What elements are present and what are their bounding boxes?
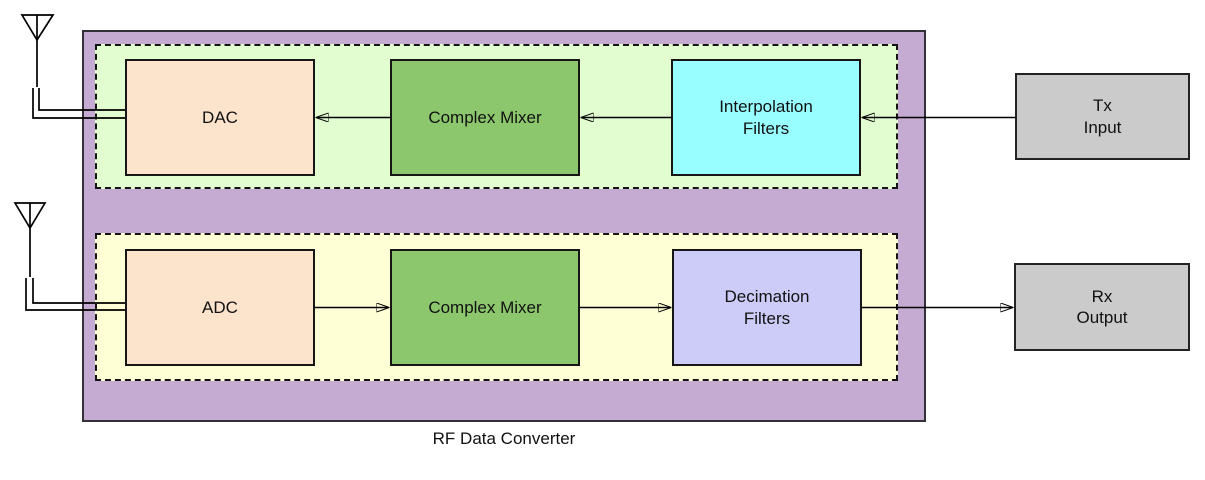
- block-rx-output: Rx Output: [1014, 263, 1190, 351]
- block-adc: ADC: [125, 249, 315, 366]
- block-interpolation-filters: Interpolation Filters: [671, 59, 861, 176]
- block-tx-input: Tx Input: [1015, 73, 1190, 160]
- rf-data-converter-label: RF Data Converter: [432, 429, 576, 448]
- block-tx-complex-mixer: Complex Mixer: [390, 59, 580, 176]
- block-rx-complex-mixer: Complex Mixer: [390, 249, 580, 366]
- block-dac: DAC: [125, 59, 315, 176]
- block-decimation-filters: Decimation Filters: [672, 249, 862, 366]
